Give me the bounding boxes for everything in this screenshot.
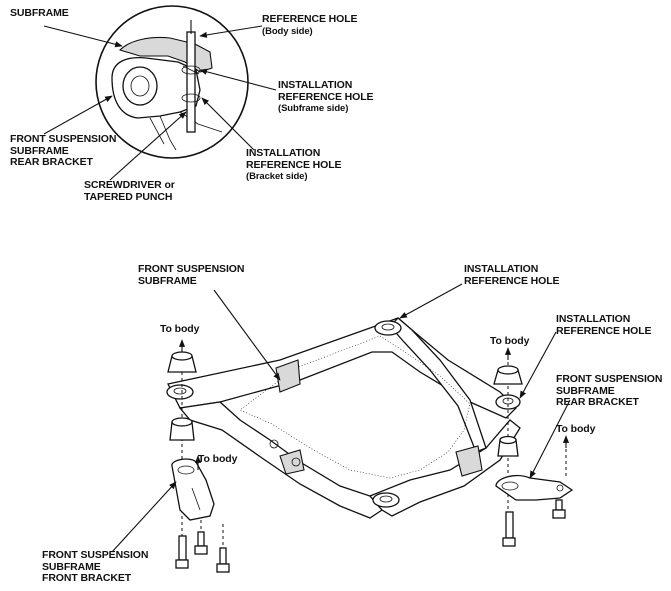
label-to-body-front-bracket: To body <box>198 453 238 465</box>
detail-circle-view <box>95 5 249 159</box>
label-front-suspension-subframe-front-bracket: FRONT SUSPENSION SUBFRAME FRONT BRACKET <box>42 549 149 584</box>
label-installation-reference-hole-right: INSTALLATION REFERENCE HOLE <box>556 313 652 337</box>
subframe-assembly <box>166 317 521 519</box>
label-installation-reference-hole-top: INSTALLATION REFERENCE HOLE <box>464 263 560 287</box>
detail-leaders <box>43 25 277 181</box>
label-front-suspension-subframe: FRONT SUSPENSION SUBFRAME <box>138 263 245 287</box>
label-front-suspension-subframe-rear-bracket-detail: FRONT SUSPENSION SUBFRAME REAR BRACKET <box>10 133 117 168</box>
label-reference-hole-body: REFERENCE HOLE (Body side) <box>262 13 358 37</box>
label-installation-reference-hole-bracket: INSTALLATION REFERENCE HOLE (Bracket sid… <box>246 147 342 182</box>
label-to-body-rear-bracket: To body <box>556 423 596 435</box>
label-screwdriver-or-tapered-punch: SCREWDRIVER or TAPERED PUNCH <box>84 179 175 203</box>
label-subframe: SUBFRAME <box>10 7 69 19</box>
main-leaders <box>111 283 571 553</box>
label-installation-reference-hole-subframe: INSTALLATION REFERENCE HOLE (Subframe si… <box>278 79 374 114</box>
left-mount-stack <box>167 339 230 573</box>
label-to-body-left: To body <box>160 323 200 335</box>
label-front-suspension-subframe-rear-bracket: FRONT SUSPENSION SUBFRAME REAR BRACKET <box>556 373 663 408</box>
label-to-body-right: To body <box>490 335 530 347</box>
right-mount-stack <box>493 347 574 547</box>
